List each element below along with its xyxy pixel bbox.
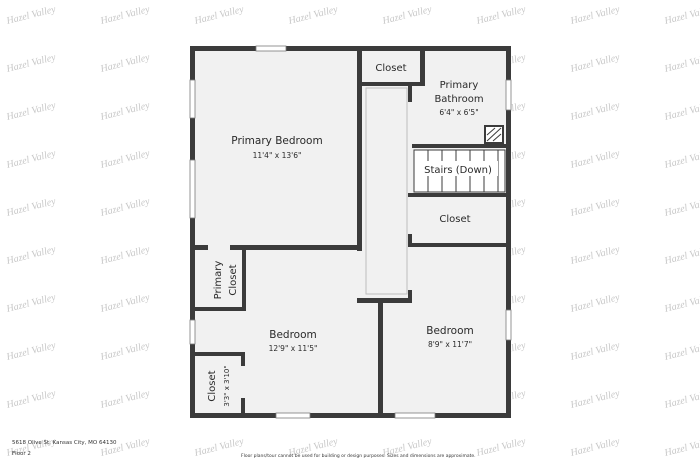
footer-address: 5618 Olive St, Kansas City, MO 64130	[12, 440, 117, 446]
closet-small-name: Closet	[207, 370, 218, 401]
primary-closet-name-1: Primary	[213, 261, 224, 300]
primary-bathroom-name-2: Bathroom	[434, 94, 483, 105]
closet-mid-name: Closet	[439, 214, 470, 225]
bedroom-left-name: Bedroom	[269, 329, 317, 341]
floor-area	[194, 50, 507, 416]
closet-small-dims: 3'3" x 3'10"	[223, 365, 231, 406]
windows	[189, 45, 512, 419]
primary-bathroom-dims: 6'4" x 6'5"	[439, 108, 478, 117]
bedroom-right-name: Bedroom	[426, 325, 474, 337]
room-labels: Primary Bedroom 11'4" x 13'6" Closet Pri…	[207, 63, 498, 407]
walls	[190, 46, 511, 418]
stairs-name: Stairs (Down)	[424, 165, 492, 176]
primary-bedroom-name: Primary Bedroom	[231, 135, 322, 147]
footer-floor: Floor 2	[12, 451, 31, 457]
primary-closet-name-2: Closet	[228, 264, 239, 295]
bedroom-right-dims: 8'9" x 11'7"	[428, 340, 472, 349]
corridor-outline	[365, 87, 408, 295]
vent-icon	[484, 125, 504, 144]
primary-bedroom-dims: 11'4" x 13'6"	[253, 151, 302, 160]
bedroom-left-dims: 12'9" x 11'5"	[269, 344, 318, 353]
primary-bathroom-name-1: Primary	[440, 80, 479, 91]
closet-top-name: Closet	[375, 63, 406, 74]
footer-disclaimer: Floor plans/tour cannot be used for buil…	[241, 454, 476, 459]
stairs-label-bg	[418, 161, 498, 176]
